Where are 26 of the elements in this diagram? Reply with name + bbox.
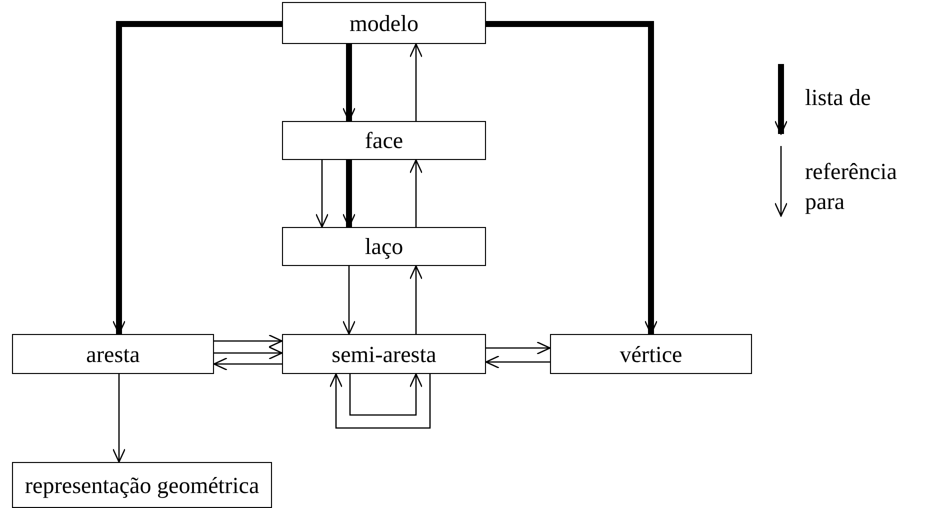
arrow xyxy=(486,21,658,335)
arrow xyxy=(409,265,423,334)
arrow xyxy=(112,374,126,463)
arrow xyxy=(342,266,356,335)
entity-box: laço xyxy=(282,227,486,266)
arrow xyxy=(112,21,282,335)
entity-box: modelo xyxy=(282,2,486,44)
legend-text: referência para xyxy=(805,158,898,216)
entity-box: face xyxy=(282,121,486,160)
arrow xyxy=(329,373,431,429)
arrow xyxy=(486,341,551,355)
entity-box: representação geométrica xyxy=(12,462,272,508)
arrow xyxy=(214,334,283,348)
arrow xyxy=(349,373,423,416)
arrow xyxy=(214,346,283,360)
entity-box: semi-aresta xyxy=(282,334,486,374)
arrow xyxy=(409,159,423,227)
arrow xyxy=(315,160,329,228)
arrow xyxy=(213,357,282,371)
entity-box: vértice xyxy=(550,334,752,374)
arrow xyxy=(409,43,423,121)
legend-text: lista de xyxy=(805,84,872,112)
arrow xyxy=(342,160,356,228)
arrow xyxy=(485,355,550,369)
arrow xyxy=(342,44,356,122)
entity-box: aresta xyxy=(12,334,214,374)
